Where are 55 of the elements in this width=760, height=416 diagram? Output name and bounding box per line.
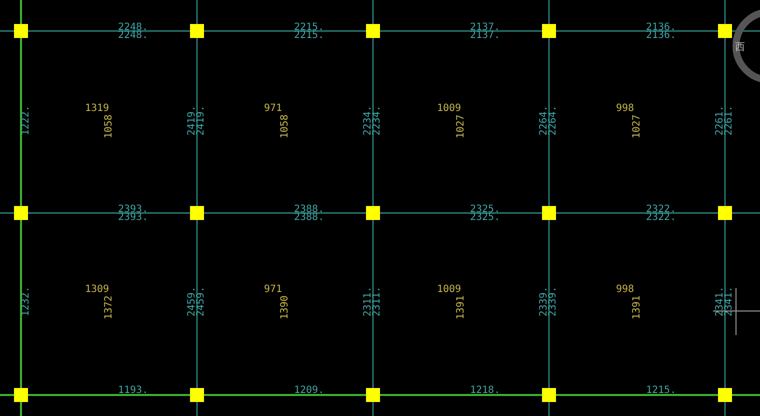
slab-value: 1058	[280, 114, 290, 138]
beam-value: 2419.	[188, 104, 197, 136]
beam-value: 2136.	[646, 22, 676, 32]
beam-value: 2341.	[724, 286, 734, 316]
direction-label: 西	[735, 42, 745, 52]
slab-value: 1391	[632, 294, 642, 320]
slab-value: 1009	[437, 104, 462, 112]
beam-value: 1209.	[294, 386, 324, 394]
beam-value: 2419.	[196, 104, 206, 136]
slab-value: 1391	[456, 294, 466, 320]
beam-value: 2393.	[118, 204, 148, 214]
beam-value: 2264.	[540, 104, 549, 136]
beam-value: 1215.	[646, 386, 676, 394]
beam-value: 1218.	[470, 386, 500, 394]
beam-value: 2248.	[118, 22, 148, 32]
beam-value: 2339.	[548, 286, 558, 316]
beam-value: 2459.	[188, 286, 197, 316]
slab-value: 1390	[280, 294, 290, 320]
beam-value: 2325.	[470, 212, 500, 222]
slab-value: 1372	[104, 294, 114, 320]
beam-value: 2339.	[540, 286, 549, 316]
beam-value: 2264.	[548, 104, 558, 136]
beam-value: 2311.	[364, 286, 373, 316]
beam-value: 2459.	[196, 286, 206, 316]
beam-value: 2322.	[646, 204, 676, 214]
beam-value: 2261.	[724, 104, 734, 136]
beam-value: 2215.	[294, 22, 324, 32]
beam-value: 2136.	[646, 30, 676, 40]
slab-value: 1009	[437, 284, 462, 294]
beam-value: 2393.	[118, 212, 148, 222]
slab-value: 1319	[85, 104, 110, 112]
slab-value: 971	[264, 284, 282, 294]
beam-value: 1222.	[22, 104, 31, 136]
beam-value: 2388.	[294, 204, 324, 214]
slab-value: 971	[264, 104, 282, 112]
beam-value: 2234.	[364, 104, 373, 136]
slab-value: 1058	[104, 114, 114, 138]
beam-value: 2137.	[470, 30, 500, 40]
beam-value: 1232.	[22, 286, 31, 316]
beam-value: 2234.	[372, 104, 382, 136]
beam-value: 1193.	[118, 386, 148, 394]
beam-value: 2311.	[372, 286, 382, 316]
slab-value: 998	[616, 104, 634, 112]
beam-value: 2325.	[470, 204, 500, 214]
beam-value: 2261.	[716, 104, 725, 136]
slab-value: 1027	[456, 114, 466, 138]
beam-value: 2388.	[294, 212, 324, 222]
slab-value: 1027	[632, 114, 642, 138]
beam-value: 2137.	[470, 22, 500, 32]
beam-value: 2215.	[294, 30, 324, 40]
beam-value: 2322.	[646, 212, 676, 222]
beam-value: 2248.	[118, 30, 148, 40]
beam-value: 2341.	[716, 286, 725, 316]
slab-value: 1309	[85, 284, 110, 294]
slab-value: 998	[616, 284, 634, 294]
